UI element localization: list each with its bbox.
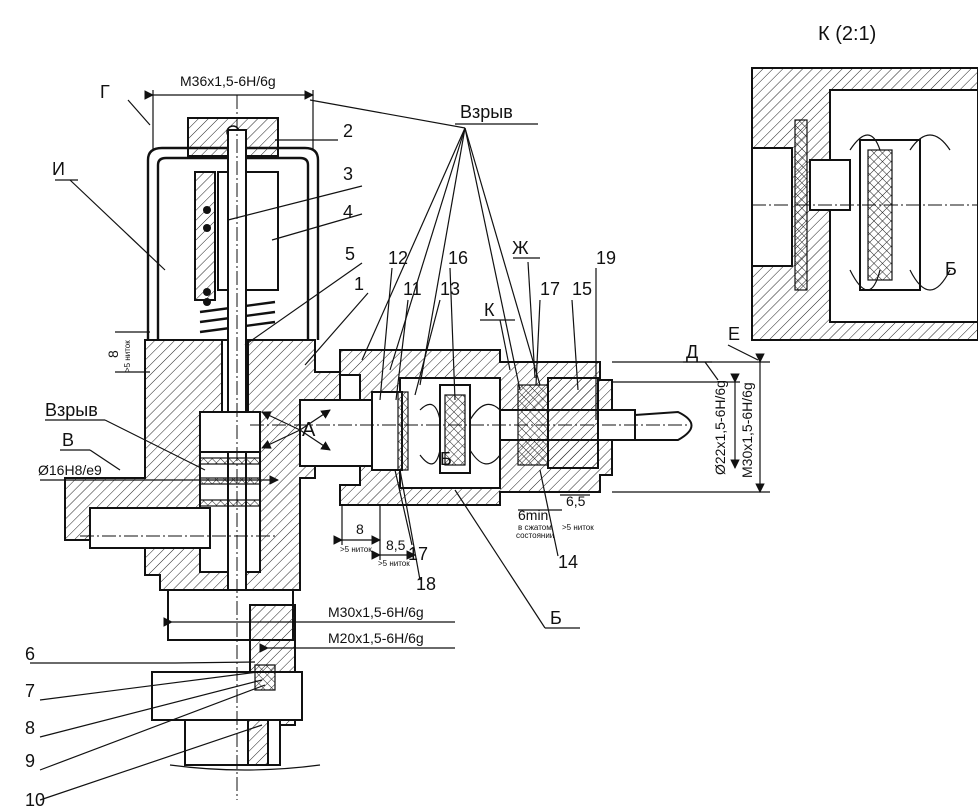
label-b-detail: Б (945, 259, 957, 279)
flow-arrows (261, 409, 331, 451)
part-number-13: 13 (440, 279, 460, 299)
part-number-14: 14 (558, 552, 578, 572)
part-number-16: 16 (448, 248, 468, 268)
valve-body-part-1 (64, 339, 341, 591)
part-number-17-bottom: 17 (408, 544, 428, 564)
detail-title: К (2:1) (818, 23, 876, 45)
compressed-note-2: состоянии (516, 531, 554, 540)
dim-8-bottom: 8 (356, 521, 364, 537)
fit-label: Ø16H8/e9 (38, 462, 102, 478)
threads-note-4: >5 ниток (562, 523, 594, 532)
label-i: И (52, 159, 65, 179)
label-e: Е (728, 324, 740, 344)
label-b-leader: Б (550, 608, 562, 628)
part-number-19: 19 (596, 248, 616, 268)
detail-view-k (751, 67, 978, 341)
explosion-left-label: Взрыв (45, 400, 98, 420)
dim-6min: 6min (518, 507, 548, 523)
part-number-8: 8 (25, 718, 35, 738)
label-k: К (484, 300, 495, 320)
part-number-10: 10 (25, 790, 45, 810)
left-pipe (89, 507, 211, 549)
dim-8-left: 8 (105, 350, 121, 358)
part-number-2: 2 (343, 121, 353, 141)
part-number-18: 18 (416, 574, 436, 594)
dim-65: 6,5 (566, 493, 586, 509)
part-number-5: 5 (345, 244, 355, 264)
part-number-11: 11 (403, 279, 422, 299)
thread-m30-right-label: M30x1,5-6H/6g (739, 382, 755, 478)
right-housing (299, 349, 693, 506)
leader-lines (30, 90, 770, 801)
part-number-17-top: 17 (540, 279, 560, 299)
explosion-top-label: Взрыв (460, 102, 513, 122)
threads-note-1: >5 ниток (123, 340, 132, 372)
label-v: В (62, 430, 74, 450)
bottom-fittings-parts-6-10 (151, 589, 321, 771)
part-number-4: 4 (343, 202, 353, 222)
thread-m30-label: M30x1,5-6H/6g (328, 604, 424, 620)
part-number-9: 9 (25, 751, 35, 771)
dim-85: 8,5 (386, 537, 406, 553)
label-b-inner: Б (440, 449, 452, 469)
label-a: А (302, 419, 316, 441)
label-d: Д (686, 342, 698, 362)
part-number-3: 3 (343, 164, 353, 184)
label-zh: Ж (512, 238, 529, 258)
thread-d22-label: Ø22x1,5-6H/6g (712, 380, 728, 475)
threads-note-3: >5 ниток (378, 559, 410, 568)
part-number-12: 12 (388, 248, 408, 268)
part-number-7: 7 (25, 681, 35, 701)
threads-note-2: >5 ниток (340, 545, 372, 554)
thread-m20-label: M20x1,5-6H/6g (328, 630, 424, 646)
part-number-1: 1 (354, 274, 364, 294)
compressed-note-1: в сжатом (518, 523, 552, 532)
part-number-6: 6 (25, 644, 35, 664)
label-g: Г (100, 82, 110, 102)
part-number-15: 15 (572, 279, 592, 299)
thread-top-label: M36x1,5-6H/6g (180, 73, 276, 89)
